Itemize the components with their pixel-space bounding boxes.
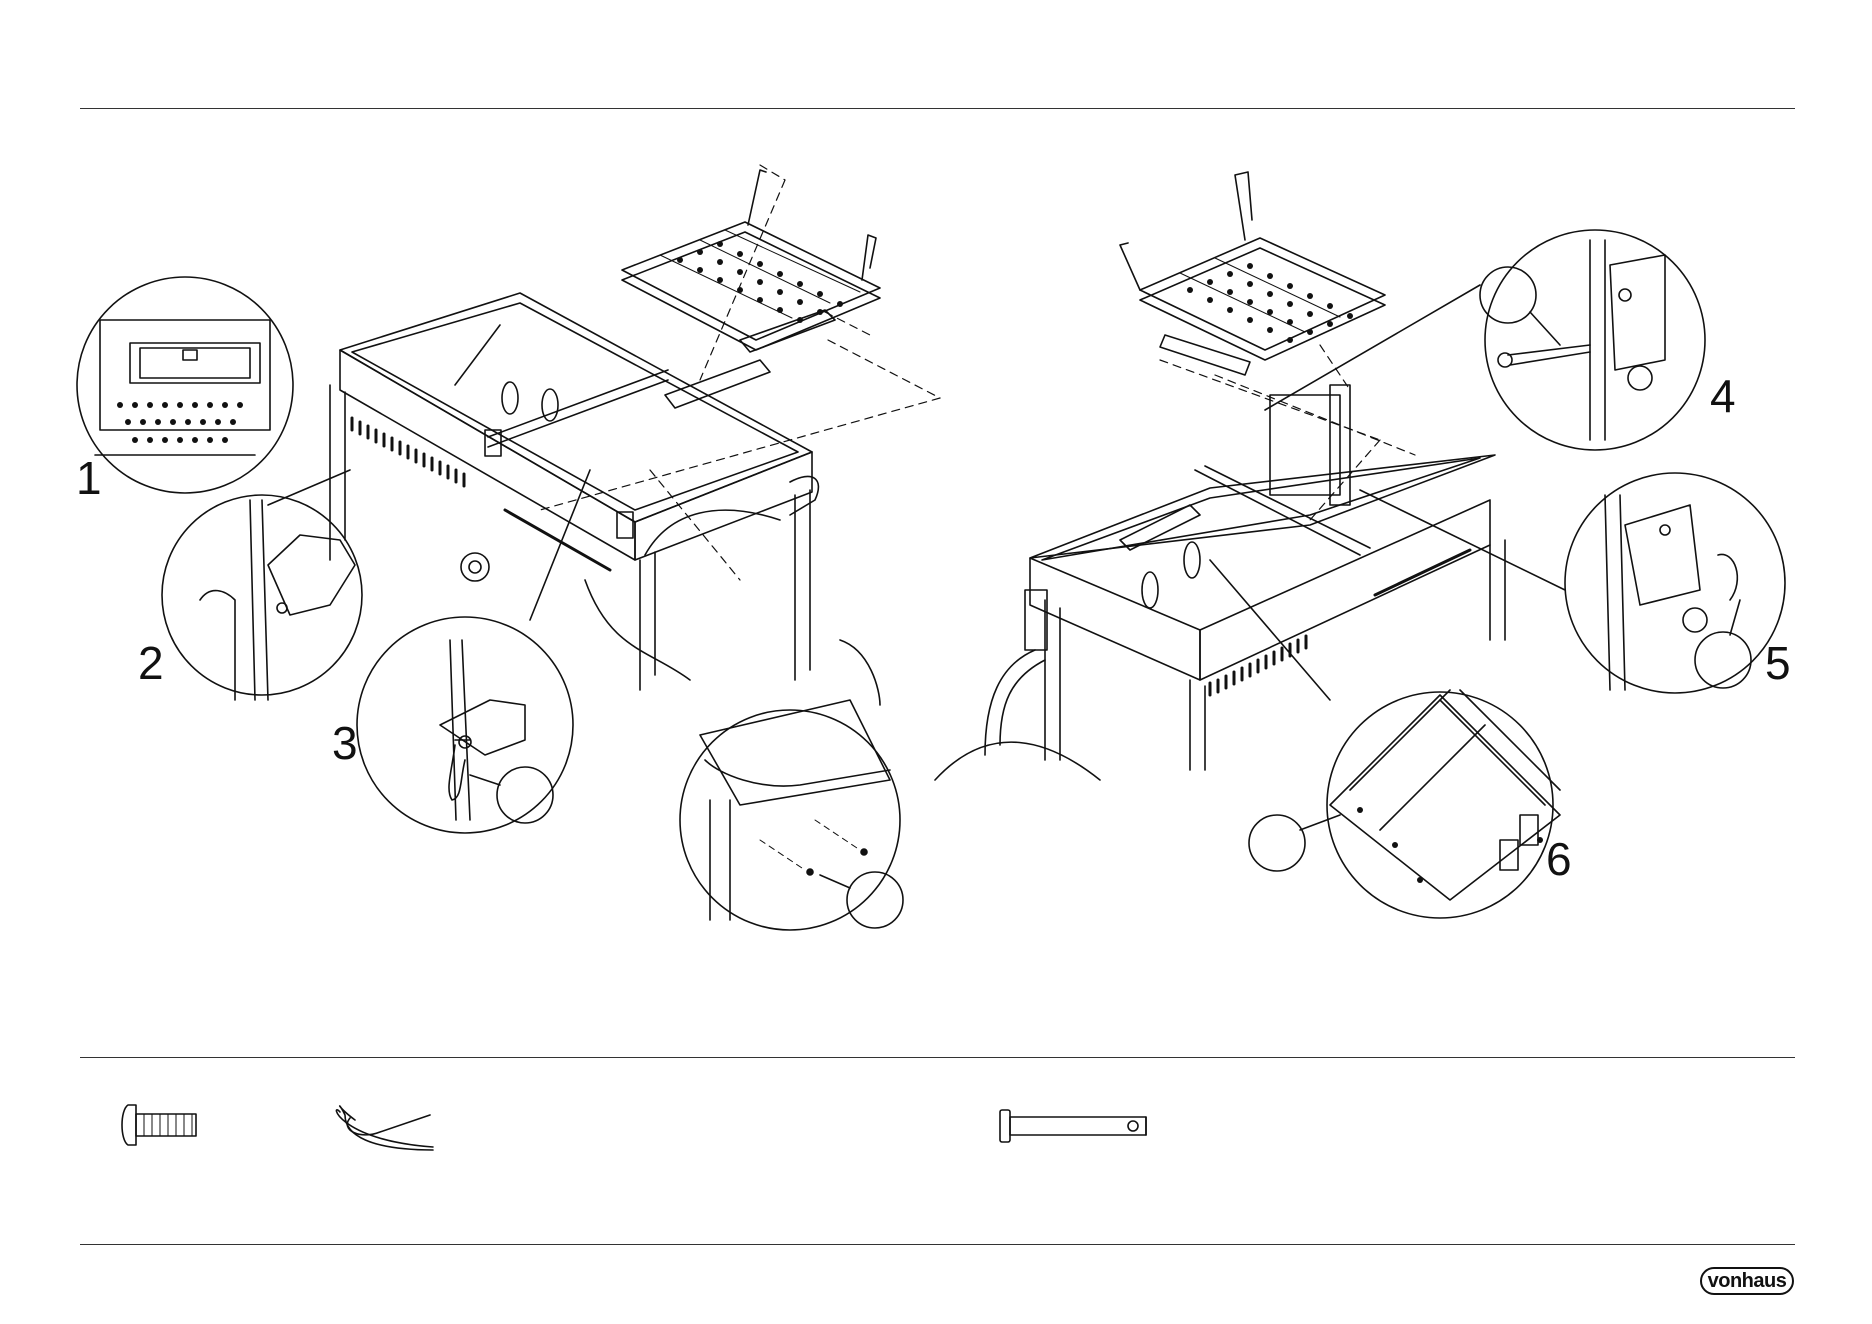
step-number-1: 1 — [76, 455, 102, 501]
detail-circle-4 — [1265, 230, 1705, 450]
step-number-2: 2 — [138, 640, 164, 686]
detail-circle-3 — [357, 470, 590, 833]
detail-circle-2 — [162, 470, 362, 700]
vonhaus-logo: vonhaus — [1700, 1267, 1794, 1295]
r-clip-icon — [336, 1106, 433, 1150]
right-grate — [1120, 172, 1415, 520]
step-number-4: 4 — [1710, 373, 1736, 419]
detail-circle-1 — [77, 277, 293, 493]
left-grate — [540, 165, 940, 580]
detail-circle-6 — [935, 560, 1560, 918]
left-bbq-frame — [330, 293, 818, 690]
detail-circle-bolts — [585, 510, 903, 930]
detail-circle-5 — [1360, 473, 1785, 693]
step-number-5: 5 — [1765, 640, 1791, 686]
step-number-3: 3 — [332, 720, 358, 766]
clevis-pin-icon — [1000, 1110, 1146, 1142]
step-number-6: 6 — [1546, 836, 1572, 882]
bolt-icon — [122, 1105, 196, 1145]
